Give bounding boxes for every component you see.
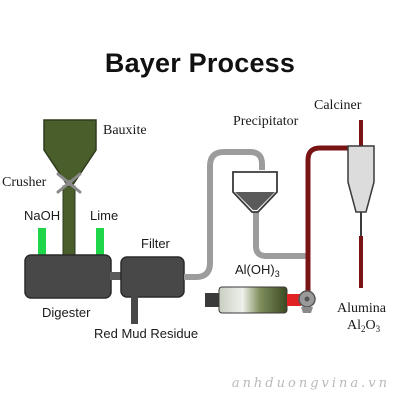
crusher-x-icon <box>56 172 82 194</box>
aloh3-label: Al(OH)3 <box>235 263 280 279</box>
al2o3-subscript-2: 2 <box>361 324 366 334</box>
naoh-inlet <box>38 228 46 257</box>
red-mud-residue-label: Red Mud Residue <box>94 326 199 341</box>
bauxite-hopper <box>43 119 97 187</box>
al2o3-label: Al2O3 <box>347 319 380 334</box>
precipitator-outlet-pipe <box>253 212 306 259</box>
feed-pipe <box>62 185 76 259</box>
digester-label: Digester <box>42 305 91 320</box>
calciner-cyclone <box>347 120 375 288</box>
lime-label: Lime <box>90 208 119 223</box>
digester-tank <box>24 254 112 299</box>
al2o3-al: Al <box>347 318 361 333</box>
red-mud-outlet <box>131 296 138 324</box>
al2o3-o: O <box>365 318 376 333</box>
alumina-label: Alumina <box>337 301 386 316</box>
liquor-pipe <box>184 149 265 280</box>
rotary-kiln <box>205 286 301 314</box>
al2o3-subscript-3: 3 <box>375 324 381 334</box>
filter-tank <box>120 256 185 298</box>
crusher-label: Crusher <box>2 175 47 190</box>
filter-label: Filter <box>141 236 170 251</box>
aloh3-subscript: 3 <box>274 269 280 279</box>
aloh3-base: Al(OH) <box>235 262 275 277</box>
fan-icon <box>298 290 316 313</box>
calciner-label: Calciner <box>314 98 362 113</box>
precipitator-label: Precipitator <box>233 114 299 129</box>
bauxite-label: Bauxite <box>103 123 147 138</box>
digester-filter-connector <box>110 272 122 280</box>
watermark: anhduongvina.vn <box>231 376 390 391</box>
precipitator-vessel <box>232 171 278 213</box>
naoh-label: NaOH <box>24 208 61 223</box>
calciner-feed-pipe <box>305 145 348 296</box>
lime-inlet <box>96 228 104 257</box>
diagram-title: Bayer Process <box>104 48 296 78</box>
